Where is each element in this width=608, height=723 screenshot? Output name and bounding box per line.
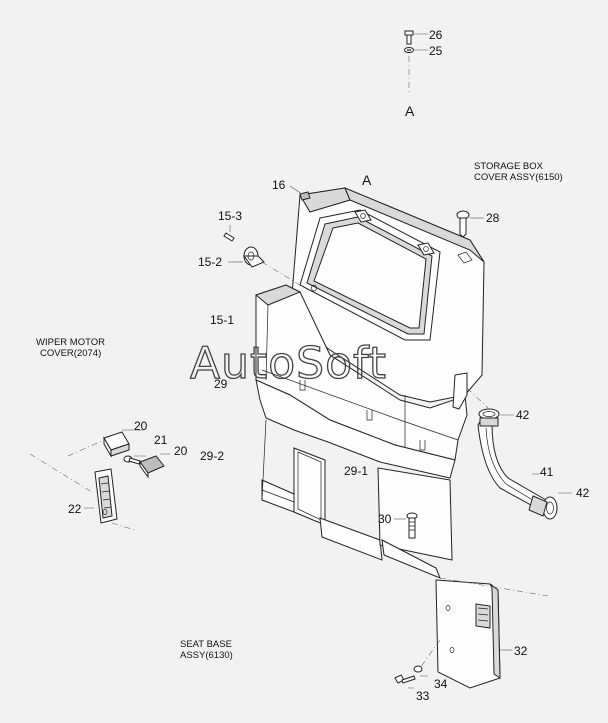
- part-42-clamp-top: [478, 408, 500, 427]
- callout-15-2: 15-2: [198, 255, 222, 269]
- part-20-cap-left: [103, 431, 130, 458]
- watermark: AutoSoft: [190, 338, 387, 389]
- callout-42-top: 42: [516, 408, 530, 422]
- callout-29-1: 29-1: [344, 464, 368, 478]
- part-42-clamp-bottom: [528, 495, 558, 520]
- callout-34: 34: [434, 677, 448, 691]
- part-21-screw: [123, 455, 141, 465]
- note-storage-box-1: STORAGE BOX: [474, 161, 544, 172]
- callout-20-right: 20: [174, 444, 188, 458]
- callout-30: 30: [378, 512, 392, 526]
- callout-29: 29: [214, 377, 228, 391]
- part-20-cap-right: [139, 455, 165, 479]
- part-26-bolt: [404, 30, 414, 45]
- part-32-plate: [435, 579, 501, 689]
- view-mark-top: A: [405, 103, 415, 119]
- note-seat-base-1: SEAT BASE: [180, 639, 232, 650]
- note-wiper-1: WIPER MOTOR: [36, 337, 105, 348]
- part-15-3-pin: [223, 232, 235, 242]
- callout-15-1: 15-1: [210, 313, 234, 327]
- part-15-2-knob: [243, 246, 265, 268]
- part-22-switch: [94, 468, 118, 524]
- callout-21: 21: [154, 433, 168, 447]
- callout-16: 16: [272, 178, 286, 192]
- callout-25: 25: [429, 44, 443, 58]
- view-mark-main: A: [362, 172, 372, 188]
- part-34-washer: [413, 665, 423, 673]
- callout-32: 32: [514, 644, 528, 658]
- part-33-bolt: [394, 674, 416, 684]
- part-16-clip: [299, 191, 311, 201]
- note-wiper-2: COVER(2074): [40, 348, 101, 359]
- callout-42-bottom: 42: [576, 486, 590, 500]
- note-seat-base-2: ASSY(6130): [180, 650, 233, 661]
- callout-22: 22: [68, 502, 82, 516]
- callout-29-2: 29-2: [200, 449, 224, 463]
- part-41-hose: [477, 419, 547, 511]
- callout-26: 26: [429, 28, 443, 42]
- callout-41: 41: [540, 465, 554, 479]
- callout-33: 33: [416, 689, 430, 703]
- main-housing: [254, 187, 485, 579]
- callout-20-left: 20: [134, 419, 148, 433]
- part-30-bolt: [406, 512, 418, 539]
- part-25-washer: [404, 47, 414, 53]
- callout-15-3: 15-3: [218, 209, 242, 223]
- part-28-screw: [456, 210, 470, 238]
- callout-28: 28: [486, 211, 500, 225]
- note-storage-box-2: COVER ASSY(6150): [474, 172, 563, 183]
